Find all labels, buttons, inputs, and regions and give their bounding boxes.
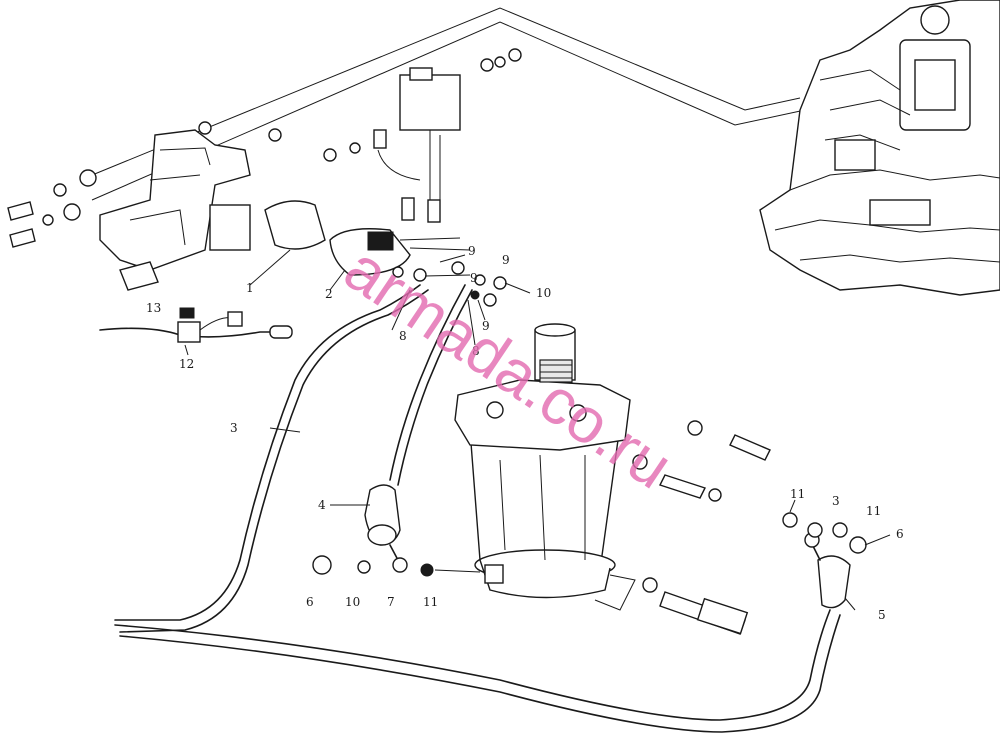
callout-label: 5 [878,608,886,622]
callout-label: 10 [536,286,551,300]
cable-boot-upper [364,484,408,573]
callout-labels: 1 2 9 9 10 9 9 8 8 13 12 3 4 6 10 7 11 1… [146,244,904,622]
callout-label: 11 [790,487,805,501]
solenoid-hardware [392,261,507,307]
callout-label: 9 [470,271,478,285]
callout-label: 8 [399,329,407,343]
callout-label: 4 [318,498,326,512]
callout-label: 9 [482,319,490,333]
starter-solenoid [329,228,471,276]
engine-block [759,0,1000,296]
callout-label: 11 [423,595,438,609]
mounting-bracket [99,129,326,291]
callout-label: 3 [230,421,238,435]
callout-label: 9 [468,244,476,258]
leader-lines [184,249,891,611]
callout-label: 2 [325,287,333,301]
terminal-hardware [312,512,867,577]
hardware-bolts [7,48,522,248]
cable-boot-lower [804,532,851,609]
callout-label: 13 [146,301,161,315]
callout-label: 11 [866,504,881,518]
starter-motor [454,323,636,611]
callout-label: 1 [246,281,254,295]
callout-label: 9 [502,253,510,267]
callout-label: 12 [179,357,194,371]
relay-box [373,67,461,223]
callout-label: 6 [306,595,314,609]
callout-label: 3 [832,494,840,508]
callout-label: 10 [345,595,360,609]
battery-cables [114,284,841,733]
section-frame [79,7,806,201]
callout-label: 7 [387,595,395,609]
fuse-harness [99,307,293,343]
callout-label: 6 [896,527,904,541]
starter-bolts [632,420,771,635]
callout-label: 8 [472,344,480,358]
